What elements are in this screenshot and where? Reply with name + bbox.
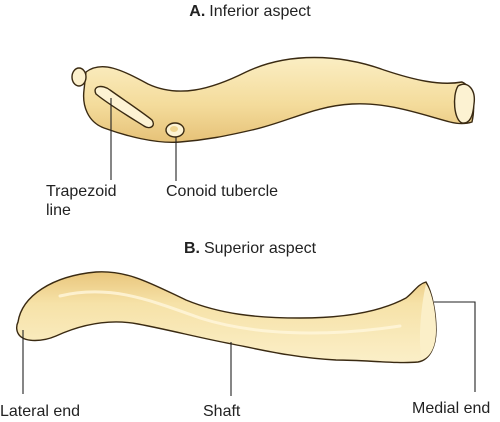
trapezoid-line-label-2: line: [46, 202, 71, 219]
trapezoid-line-ridge: [94, 85, 154, 129]
panel-a-letter: A.: [189, 3, 205, 20]
panel-a-title-text: Inferior aspect: [209, 3, 311, 20]
panel-b-letter: B.: [184, 240, 200, 257]
clavicle-superior-body: [15, 271, 437, 364]
medial-end-label: Medial end: [412, 400, 490, 417]
medial-end-leader: [434, 301, 476, 392]
lateral-end-label: Lateral end: [0, 403, 80, 420]
panel-b-title: B.Superior aspect: [184, 240, 317, 257]
shaft-highlight: [58, 290, 402, 335]
medial-end-facet: [453, 83, 475, 124]
clavicle-inferior-aspect: [71, 56, 475, 144]
clavicle-inferior-body: [82, 56, 475, 144]
shaft-label: Shaft: [203, 403, 241, 420]
trapezoid-line-label-1: Trapezoid: [46, 183, 117, 200]
conoid-tubercle-center: [170, 126, 178, 132]
conoid-tubercle-label: Conoid tubercle: [166, 183, 278, 200]
medial-end-face: [419, 284, 436, 360]
panel-a-title: A.Inferior aspect: [189, 3, 311, 20]
acromial-facet: [71, 67, 87, 87]
clavicle-superior-aspect: [15, 271, 437, 364]
panel-b-title-text: Superior aspect: [204, 240, 317, 257]
